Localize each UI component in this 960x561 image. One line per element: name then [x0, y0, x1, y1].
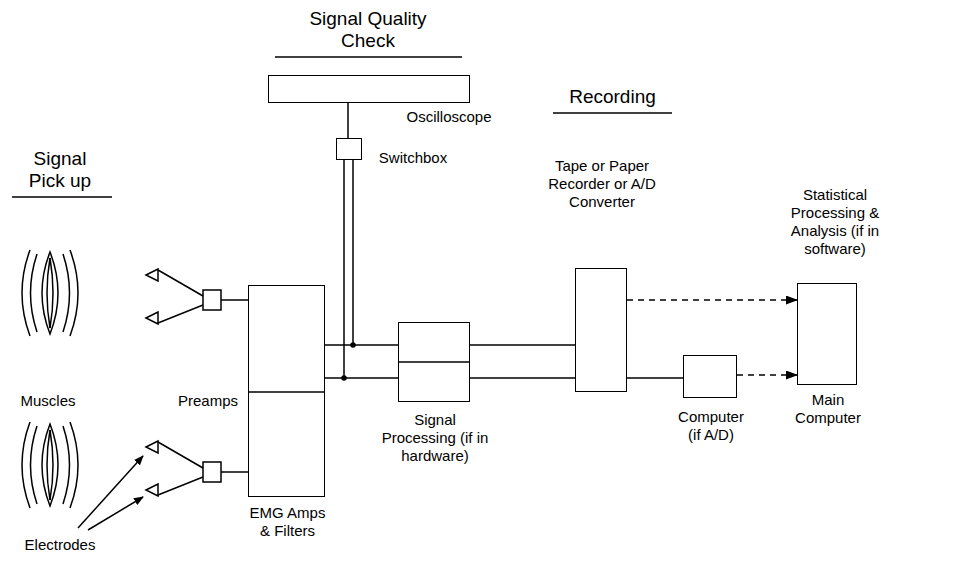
preamp-box [203, 462, 221, 482]
signal-wire [221, 299, 248, 301]
recorder-box: Tape or Paper Recorder or A/D Converter [575, 268, 627, 392]
muscle-outline [31, 254, 38, 332]
signal-wire [221, 471, 248, 473]
signal-wire [470, 377, 575, 379]
computer-box: Computer (if A/D) [683, 355, 737, 398]
part-label: Preamps [174, 392, 242, 410]
electrode-lead [158, 477, 203, 495]
amplifier-box: EMG Amps & Filters [248, 285, 325, 497]
part-label: Electrodes [16, 536, 104, 554]
muscle-fiber [42, 424, 58, 506]
signal-wire [347, 103, 349, 138]
box-caption: Main Computer [790, 391, 866, 427]
leader-arrow [88, 497, 143, 530]
switch-box: Switchbox [336, 138, 362, 160]
data-transfer-arrow [737, 374, 797, 376]
muscle-outline [63, 254, 70, 332]
muscle-outline [22, 250, 30, 336]
electrode-lead [158, 442, 203, 468]
signal-wire [627, 377, 683, 379]
section-heading: Signal Quality Check [288, 8, 448, 52]
section-heading: Recording [555, 86, 670, 108]
muscle-drawing [22, 422, 78, 508]
heading-underline [553, 112, 672, 114]
signal-wire [470, 344, 575, 346]
data-transfer-arrow [627, 299, 797, 301]
main-computer-box: Statistical Processing & Analysis (if in… [797, 283, 857, 385]
muscle-outline [31, 426, 38, 504]
heading-underline [275, 56, 462, 58]
box-divider [398, 361, 470, 363]
part-label: Muscles [12, 392, 84, 410]
electrode-lead [158, 270, 203, 296]
display-box: Oscilloscope [268, 75, 470, 103]
signal-wire [325, 377, 398, 379]
electrode-symbol [146, 269, 158, 281]
muscle-outline [70, 422, 78, 508]
heading-underline [12, 196, 112, 198]
box-label: EMG Amps & Filters [243, 504, 332, 540]
section-heading: Signal Pick up [15, 148, 105, 192]
muscle-drawing [22, 250, 78, 336]
electrode-symbol [146, 441, 158, 453]
box-divider [248, 391, 325, 393]
switchbox-wire [352, 160, 354, 345]
muscle-fiber [50, 258, 53, 328]
box-label: Tape or Paper Recorder or A/D Converter [544, 157, 660, 211]
box-label: Statistical Processing & Analysis (if in… [776, 186, 894, 258]
processing-box: Signal Processing (if in hardware) [398, 322, 470, 402]
box-label: Switchbox [373, 149, 453, 167]
muscle-fiber [47, 430, 50, 500]
muscle-fiber [50, 430, 53, 500]
box-label: Computer (if A/D) [673, 408, 749, 444]
electrode-symbol [146, 312, 158, 324]
muscle-outline [22, 422, 30, 508]
muscle-fiber [42, 252, 58, 334]
muscle-outline [63, 426, 70, 504]
muscle-outline [70, 250, 78, 336]
preamp-box [203, 290, 221, 310]
muscle-fiber [47, 258, 50, 328]
box-label: Signal Processing (if in hardware) [380, 411, 490, 465]
signal-wire [325, 344, 398, 346]
electrode-symbol [146, 484, 158, 496]
electrode-lead [158, 305, 203, 323]
box-label: Oscilloscope [399, 108, 499, 126]
